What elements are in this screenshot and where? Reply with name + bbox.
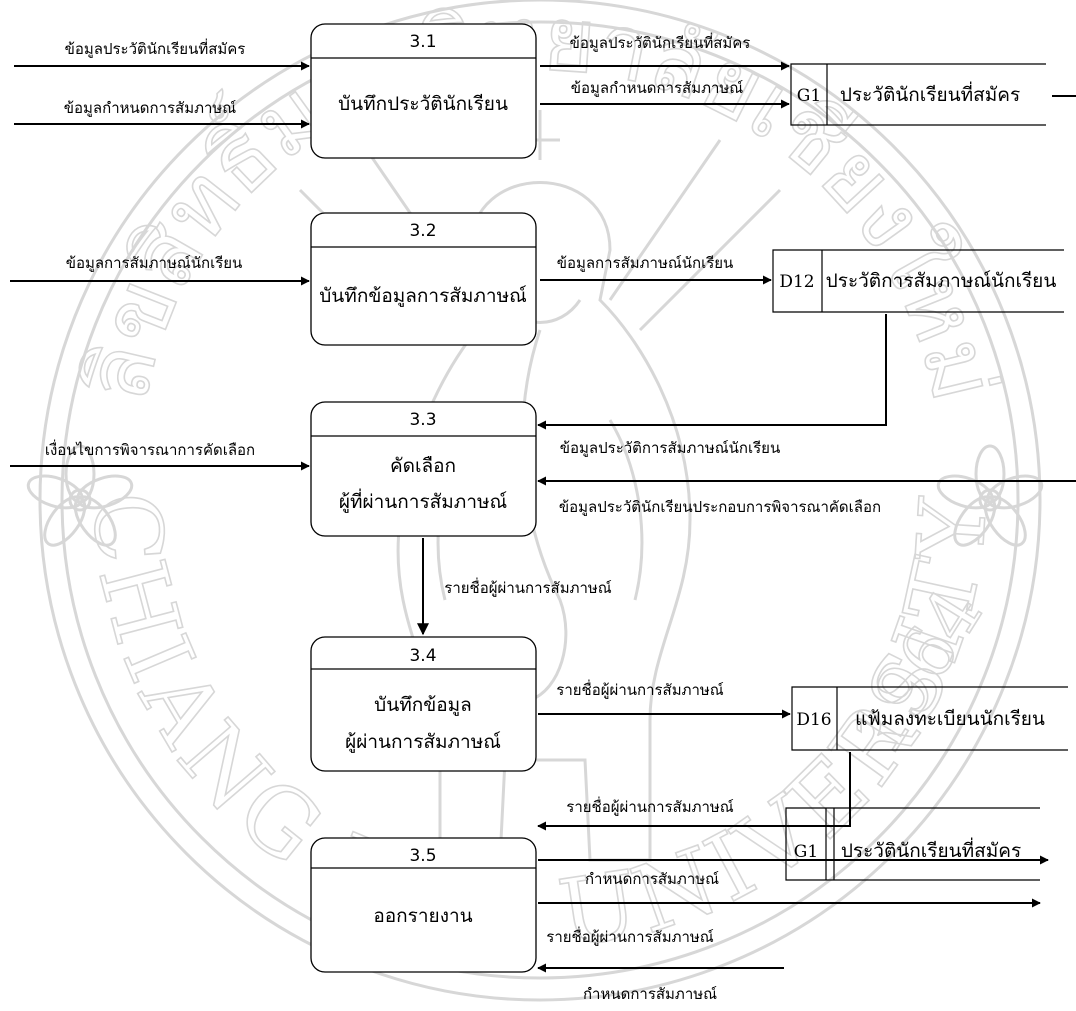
flow-interview-data-to-d12: ข้อมูลการสัมภาษณ์นักเรียน <box>540 254 772 285</box>
svg-text:กำหนดการสัมภาษณ์: กำหนดการสัมภาษณ์ <box>583 985 717 1003</box>
svg-text:ข้อมูลประวัติการสัมภาษณ์นักเรี: ข้อมูลประวัติการสัมภาษณ์นักเรียน <box>560 439 780 457</box>
process-3-1[interactable]: 3.1 บันทึกประวัตินักเรียน <box>310 23 537 159</box>
process-3-3[interactable]: 3.3 คัดเลือก ผู้ที่ผ่านการสัมภาษณ์ <box>310 401 537 537</box>
datastore-name: ประวัตินักเรียนที่สมัคร <box>841 837 1021 862</box>
svg-text:รายชื่อผู้ผ่านการสัมภาษณ์: รายชื่อผู้ผ่านการสัมภาษณ์ <box>566 796 734 816</box>
process-name-line-2: ผู้ที่ผ่านการสัมภาษณ์ <box>339 488 507 513</box>
process-name: บันทึกข้อมูลการสัมภาษณ์ <box>319 285 527 307</box>
process-3-5[interactable]: 3.5 ออกรายงาน <box>310 837 537 973</box>
datastore-g1-top[interactable]: G1 ประวัตินักเรียนที่สมัคร <box>790 63 1046 126</box>
process-number: 3.4 <box>409 646 436 666</box>
svg-text:รายชื่อผู้ผ่านการสัมภาษณ์: รายชื่อผู้ผ่านการสัมภาษณ์ <box>546 926 714 946</box>
svg-text:ข้อมูลการสัมภาษณ์นักเรียน: ข้อมูลการสัมภาษณ์นักเรียน <box>557 254 734 272</box>
watermark-top-text: ลิขสิทธิ์มหาวิทยาลัยเชียงใหม่ <box>63 0 1016 411</box>
process-name-line-1: บันทึกข้อมูล <box>374 694 472 716</box>
svg-text:รายชื่อผู้ผ่านการสัมภาษณ์: รายชื่อผู้ผ่านการสัมภาษณ์ <box>556 679 724 699</box>
process-name-line-1: คัดเลือก <box>390 455 456 477</box>
datastore-d16[interactable]: D16 แฟ้มลงทะเบียนนักเรียน <box>791 686 1068 751</box>
flow-interview-schedule-in: ข้อมูลกำหนดการสัมภาษณ์ <box>14 99 310 129</box>
flower-ornament-left-icon <box>26 444 134 547</box>
process-number: 3.3 <box>409 410 436 430</box>
datastore-id: G1 <box>797 86 821 106</box>
flow-interview-schedule-to-g1: ข้อมูลกำหนดการสัมภาษณ์ <box>540 79 790 109</box>
datastore-id: D16 <box>796 710 831 730</box>
datastore-id: G1 <box>794 842 818 862</box>
datastore-g1-bottom[interactable]: G1 ประวัตินักเรียนที่สมัคร <box>785 807 1040 881</box>
process-name: ออกรายงาน <box>373 905 472 927</box>
process-3-4[interactable]: 3.4 บันทึกข้อมูล ผู้ผ่านการสัมภาษณ์ <box>310 636 537 772</box>
svg-text:ข้อมูลประวัตินักเรียนประกอบการ: ข้อมูลประวัตินักเรียนประกอบการพิจารณาคัด… <box>559 498 881 516</box>
datastore-d12[interactable]: D12 ประวัติการสัมภาษณ์นักเรียน <box>772 249 1064 313</box>
flow-d16-to-3-5: รายชื่อผู้ผ่านการสัมภาษณ์ <box>537 752 851 831</box>
svg-text:ข้อมูลกำหนดการสัมภาษณ์: ข้อมูลกำหนดการสัมภาษณ์ <box>571 79 744 97</box>
svg-text:รายชื่อผู้ผ่านการสัมภาษณ์: รายชื่อผู้ผ่านการสัมภาษณ์ <box>444 577 612 597</box>
flow-interview-data-in: ข้อมูลการสัมภาษณ์นักเรียน <box>10 254 310 286</box>
svg-text:ข้อมูลกำหนดการสัมภาษณ์: ข้อมูลกำหนดการสัมภาษณ์ <box>64 99 237 117</box>
flow-selection-criteria-in: เงื่อนไขการพิจารณาการคัดเลือก <box>10 439 310 471</box>
flow-g1-to-3-5: รายชื่อผู้ผ่านการสัมภาษณ์ กำหนดการสัมภาษ… <box>537 926 784 1003</box>
flow-applicant-data-to-g1: ข้อมูลประวัตินักเรียนที่สมัคร <box>540 32 790 71</box>
datastore-name: ประวัติการสัมภาษณ์นักเรียน <box>826 270 1057 292</box>
process-3-2[interactable]: 3.2 บันทึกข้อมูลการสัมภาษณ์ <box>310 212 537 346</box>
flow-applicant-consideration-in: ข้อมูลประวัตินักเรียนประกอบการพิจารณาคัด… <box>537 476 1076 516</box>
flow-report-out-2: กำหนดการสัมภาษณ์ <box>538 870 1041 908</box>
process-number: 3.5 <box>409 846 436 866</box>
process-name: บันทึกประวัตินักเรียน <box>338 93 508 115</box>
process-number: 3.2 <box>409 221 436 241</box>
datastore-id: D12 <box>779 272 814 292</box>
flow-d12-to-3-3: ข้อมูลประวัติการสัมภาษณ์นักเรียน <box>537 314 887 457</box>
process-name-line-2: ผู้ผ่านการสัมภาษณ์ <box>345 731 501 753</box>
datastore-name: ประวัตินักเรียนที่สมัคร <box>840 81 1020 106</box>
svg-text:เงื่อนไขการพิจารณาการคัดเลือก: เงื่อนไขการพิจารณาการคัดเลือก <box>45 439 255 459</box>
process-number: 3.1 <box>409 32 436 52</box>
flow-passed-list-3-3-to-3-4: รายชื่อผู้ผ่านการสัมภาษณ์ <box>417 538 612 636</box>
svg-text:ข้อมูลประวัตินักเรียนที่สมัคร: ข้อมูลประวัตินักเรียนที่สมัคร <box>570 32 751 52</box>
flower-ornament-right-icon <box>936 444 1044 547</box>
flow-applicant-data-in: ข้อมูลประวัตินักเรียนที่สมัคร <box>14 38 310 71</box>
flow-passed-list-to-d16: รายชื่อผู้ผ่านการสัมภาษณ์ <box>538 679 791 719</box>
svg-text:ข้อมูลการสัมภาษณ์นักเรียน: ข้อมูลการสัมภาษณ์นักเรียน <box>66 254 243 272</box>
datastore-name: แฟ้มลงทะเบียนนักเรียน <box>855 708 1045 730</box>
svg-text:ข้อมูลประวัตินักเรียนที่สมัคร: ข้อมูลประวัตินักเรียนที่สมัคร <box>65 38 246 58</box>
svg-text:กำหนดการสัมภาษณ์: กำหนดการสัมภาษณ์ <box>585 870 719 888</box>
